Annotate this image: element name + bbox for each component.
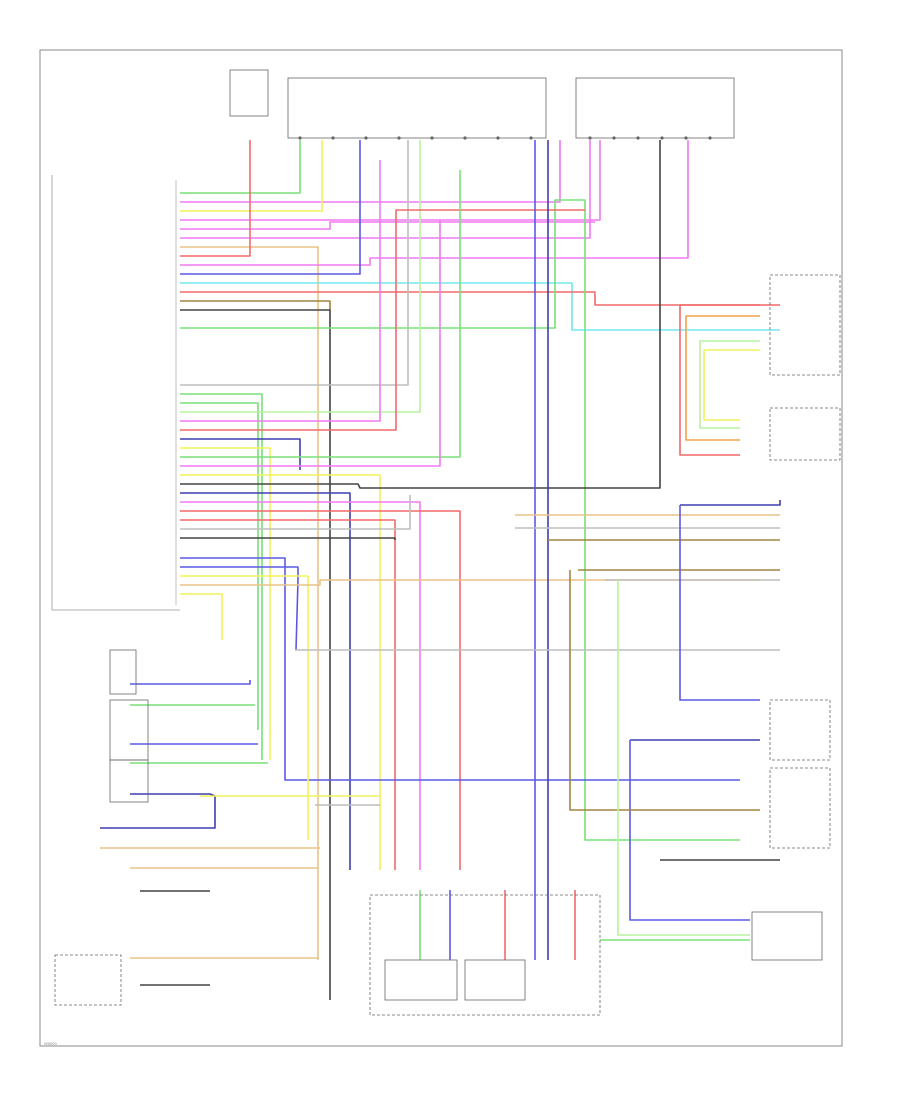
ecu-pin-4: [430, 136, 434, 140]
wire-blk-13: [180, 309, 331, 1000]
wire-pnk-8: [180, 140, 689, 266]
wire-yel-2: [180, 140, 323, 212]
vehicle-speed-sensor-box: [54, 954, 122, 1006]
wire-tan-36: [180, 579, 760, 586]
fuse-box: [229, 69, 269, 117]
wire-blu-33: [180, 557, 740, 781]
ecm-pin-3: [660, 136, 664, 140]
wire-dkblu-27: [180, 492, 351, 870]
ecu-pin-0: [298, 136, 302, 140]
pressure-switch-box: [769, 699, 831, 761]
wire-ltgrn-55: [617, 580, 750, 936]
wire-red-7: [180, 140, 251, 257]
wire-ltgrn-40: [699, 340, 760, 429]
wire-layer: [100, 140, 781, 1000]
wire-dkblu-63: [100, 796, 216, 829]
ecu-pin-7: [529, 136, 533, 140]
wire-ltgrn-18: [180, 140, 421, 413]
wire-dkblu-50: [680, 500, 781, 506]
wire-red-29: [180, 510, 461, 870]
ecm-pin-0: [588, 136, 592, 140]
outer-frame: [39, 49, 843, 1047]
wire-pnk-28: [180, 501, 421, 870]
wire-blu-51: [679, 505, 760, 701]
component-layer: [54, 69, 841, 1016]
engine-ecu-connector-box: [287, 77, 547, 139]
wire-yel-35: [180, 575, 309, 840]
wire-org-39: [685, 315, 760, 441]
wire-pnk-1: [180, 140, 561, 203]
wire-grn-0: [180, 140, 301, 194]
ecu-pin-3: [397, 136, 401, 140]
ecu-pin-6: [496, 136, 500, 140]
wire-yel-41: [703, 349, 760, 421]
ecm-pin-2: [636, 136, 640, 140]
wire-grn-16: [180, 393, 263, 760]
wire-yel-25: [180, 474, 381, 870]
solenoid-a: [384, 959, 458, 1001]
wire-blu-53: [629, 740, 750, 921]
wire-red-11: [180, 291, 780, 306]
wire-red-38: [679, 304, 760, 456]
wire-pnk-24: [180, 220, 441, 467]
wire-tan-6: [180, 246, 319, 960]
speed-sensor-module: [109, 759, 149, 803]
wire-ltblu-10: [180, 282, 780, 331]
wire-blu-9: [180, 140, 361, 275]
wire-blk-32: [180, 537, 396, 540]
wire-brn-12: [180, 300, 331, 310]
wire-blu-34: [180, 566, 299, 651]
wire-dkblu-21: [180, 438, 301, 470]
diagram-code: W0000: [44, 1041, 57, 1046]
wire-grn-14: [180, 199, 740, 841]
ecm-pin-1: [612, 136, 616, 140]
wire-pnk-5: [180, 140, 591, 239]
wire-pnk-19: [180, 160, 381, 422]
ecu-pin-5: [463, 136, 467, 140]
ecm-pin-5: [708, 136, 712, 140]
wire-gry-31: [180, 495, 411, 530]
engine-control-unit-box: [575, 77, 735, 139]
power-transistor-box: [751, 911, 823, 961]
wire-grn-17: [180, 402, 259, 730]
transmission-sensor-module: [109, 699, 149, 761]
wire-blk-26: [180, 140, 661, 489]
wire-yel-22: [180, 447, 271, 760]
wire-blu-58: [130, 680, 251, 685]
ecu-pin-1: [331, 136, 335, 140]
relay-switch-box: [769, 767, 831, 849]
diagram-frame: [39, 49, 843, 1047]
right-harness-connector: [769, 274, 841, 376]
wire-gry-15: [180, 140, 409, 386]
wire-pnk-3: [180, 140, 601, 221]
right-connector-2: [769, 407, 841, 461]
solenoid-valve-assembly: [369, 894, 601, 1016]
ecm-pin-4: [684, 136, 688, 140]
wire-yel-37: [180, 593, 223, 640]
wire-grn-23: [180, 170, 461, 458]
wire-red-30: [180, 519, 396, 870]
solenoid-b: [464, 959, 526, 1001]
wire-brn-54: [569, 570, 760, 811]
rear-sensor-module: [109, 649, 137, 695]
wire-red-20: [180, 209, 585, 431]
left-connector-bracket: [51, 175, 180, 611]
ecu-pin-2: [364, 136, 368, 140]
wire-pnk-4: [180, 221, 595, 230]
